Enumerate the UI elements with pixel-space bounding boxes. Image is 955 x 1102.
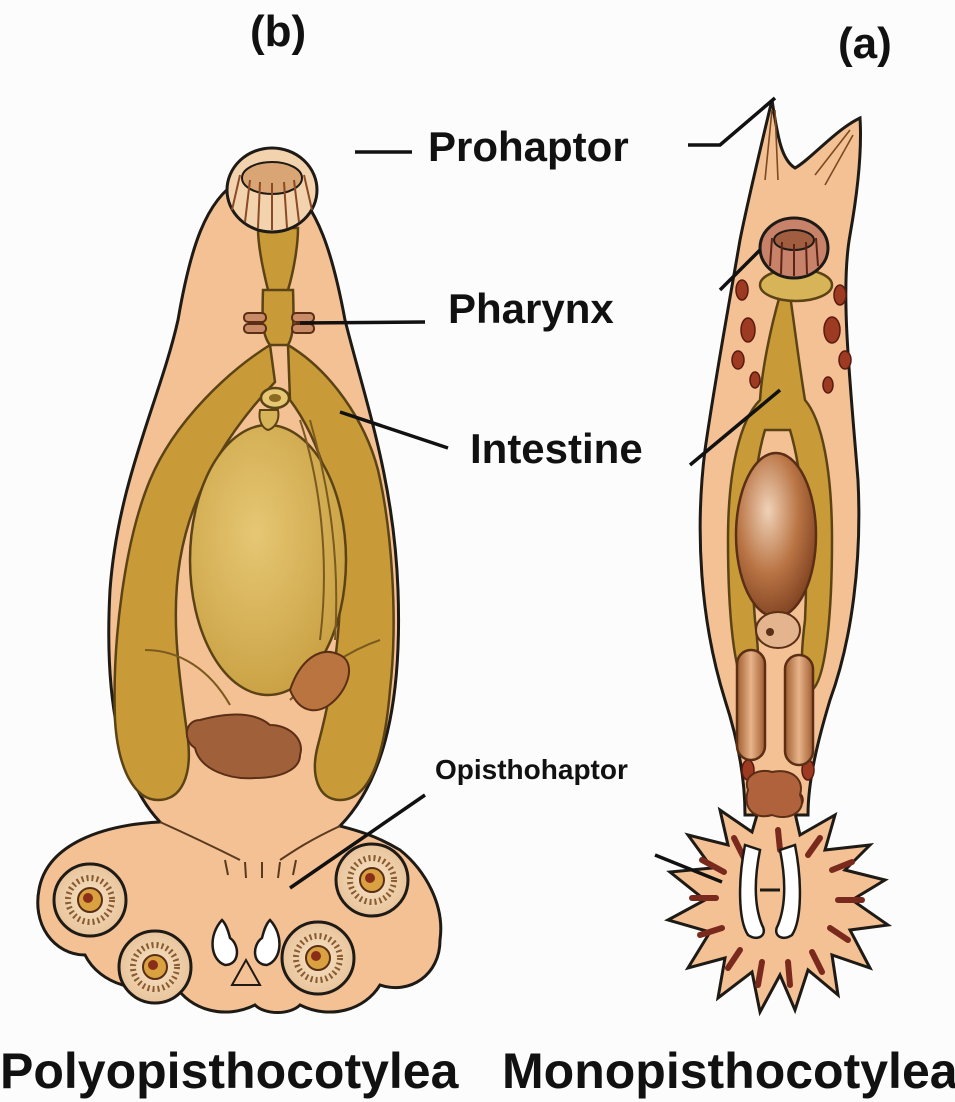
class-label-monopisthocotylea: Monopisthocotylea [502,1046,955,1096]
label-pharynx: Pharynx [448,288,614,330]
label-intestine: Intestine [470,428,643,470]
clamp-3 [282,922,354,994]
polyopisthocotylea-body [38,148,441,1013]
leader-pharynx-left [300,322,425,323]
label-opisthohaptor: Opisthohaptor [435,756,628,784]
left-genital-pore-opening [269,394,281,402]
right-lobe-right [785,655,813,765]
panel-tag-a: (a) [838,22,892,66]
right-prohaptor [760,218,828,278]
right-testis [736,453,816,617]
left-prohaptor [227,148,317,232]
clamp-4 [336,844,408,916]
right-ovary-dot [766,628,774,636]
right-lobe-left [737,650,765,760]
right-posterior-organ [747,771,802,817]
clamp-2 [119,931,191,1003]
label-prohaptor: Prohaptor [428,126,629,168]
clamp-1 [54,864,126,936]
panel-tag-b: (b) [250,10,306,54]
right-ovary [756,612,800,648]
class-label-polyopisthocotylea: Polyopisthocotylea [0,1046,458,1096]
